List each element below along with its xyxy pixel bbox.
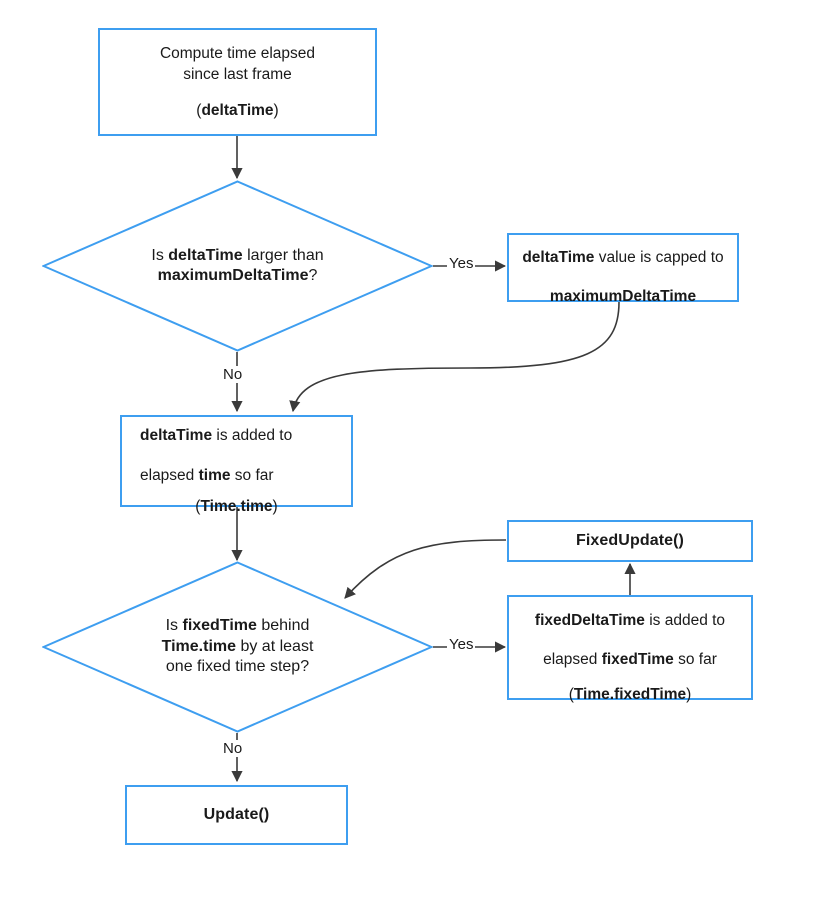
compute-delta-line2: since last frame xyxy=(183,65,292,83)
edge-label-yes-fixed-step: Yes xyxy=(447,636,476,653)
d1-plain3: ? xyxy=(308,267,318,284)
node-add-fixed-delta-time[interactable]: fixedDeltaTime is added to elapsed fixed… xyxy=(507,595,753,703)
edge-label-yes-max-delta: Yes xyxy=(447,255,476,272)
compute-delta-line1: Compute time elapsed xyxy=(159,45,316,63)
compute-delta-code: (deltaTime) xyxy=(196,102,278,120)
add-plain2: elapsed xyxy=(140,466,199,484)
decision-fixed-step-label: Is fixedTime behind Time.time by at leas… xyxy=(42,616,433,677)
add-bold1: deltaTime xyxy=(140,427,213,445)
code-deltatime: deltaTime xyxy=(201,101,274,119)
d2-plain4: one fixed time step? xyxy=(165,658,310,676)
d2-bold1: fixedTime xyxy=(182,617,257,635)
fixed-update-label: FixedUpdate() xyxy=(576,532,684,549)
add-fixed-code: (Time.fixedTime) xyxy=(569,686,692,704)
node-update[interactable]: Update() xyxy=(125,785,348,845)
d2-plain3: by at least xyxy=(236,637,314,655)
edge-label-no-fixed-step: No xyxy=(221,740,245,757)
paren-close-2: ) xyxy=(272,497,278,515)
add-plain1: is added to xyxy=(212,427,293,445)
fadd-plain3: so far xyxy=(673,651,717,669)
add-delta-code: (Time.time) xyxy=(195,498,277,516)
fadd-plain1: is added to xyxy=(644,611,726,629)
paren-close-3: ) xyxy=(686,686,692,704)
decision-max-delta-label: Is deltaTime larger than maximumDeltaTim… xyxy=(42,246,433,287)
fadd-bold2: fixedTime xyxy=(601,651,674,669)
fadd-plain2: elapsed xyxy=(543,651,602,669)
paren-open-3: ( xyxy=(568,686,574,704)
d2-plain1: Is xyxy=(165,617,183,635)
add-fixed-text: fixedDeltaTime is added to elapsed fixed… xyxy=(535,591,725,670)
node-decision-max-delta-time[interactable]: Is deltaTime larger than maximumDeltaTim… xyxy=(42,180,433,352)
paren-close: ) xyxy=(273,101,279,119)
cap-delta-text: deltaTime value is capped to maximumDelt… xyxy=(522,228,723,307)
d1-plain1: Is xyxy=(151,246,169,264)
d1-bold2: maximumDeltaTime xyxy=(157,267,309,284)
diamond-shape-2 xyxy=(42,561,433,733)
cap-bold1: deltaTime xyxy=(522,248,595,266)
diamond-shape xyxy=(42,180,433,352)
cap-plain1: value is capped to xyxy=(594,248,724,266)
d2-plain2: behind xyxy=(256,617,310,635)
node-add-delta-time[interactable]: deltaTime is added to elapsed time so fa… xyxy=(120,415,353,515)
add-plain3: so far xyxy=(230,466,274,484)
d1-plain2: larger than xyxy=(242,246,324,264)
update-label: Update() xyxy=(203,806,270,823)
fadd-bold1: fixedDeltaTime xyxy=(534,611,645,629)
node-fixed-update[interactable]: FixedUpdate() xyxy=(507,520,753,562)
add-delta-text: deltaTime is added to elapsed time so fa… xyxy=(122,406,292,485)
d1-bold1: deltaTime xyxy=(168,246,243,264)
code-time-fixedtime: Time.fixedTime xyxy=(573,686,687,704)
cap-bold2: maximumDeltaTime xyxy=(549,288,697,306)
d2-bold2: Time.time xyxy=(161,637,237,655)
paren-open-2: ( xyxy=(195,497,201,515)
add-bold2: time xyxy=(198,466,231,484)
node-cap-delta-time[interactable]: deltaTime value is capped to maximumDelt… xyxy=(507,233,739,305)
paren-open: ( xyxy=(196,101,202,119)
code-time-time: Time.time xyxy=(200,497,273,515)
edge-label-no-max-delta: No xyxy=(221,366,245,383)
node-decision-fixed-step[interactable]: Is fixedTime behind Time.time by at leas… xyxy=(42,561,433,733)
node-compute-delta-time[interactable]: Compute time elapsed since last frame (d… xyxy=(98,28,377,136)
